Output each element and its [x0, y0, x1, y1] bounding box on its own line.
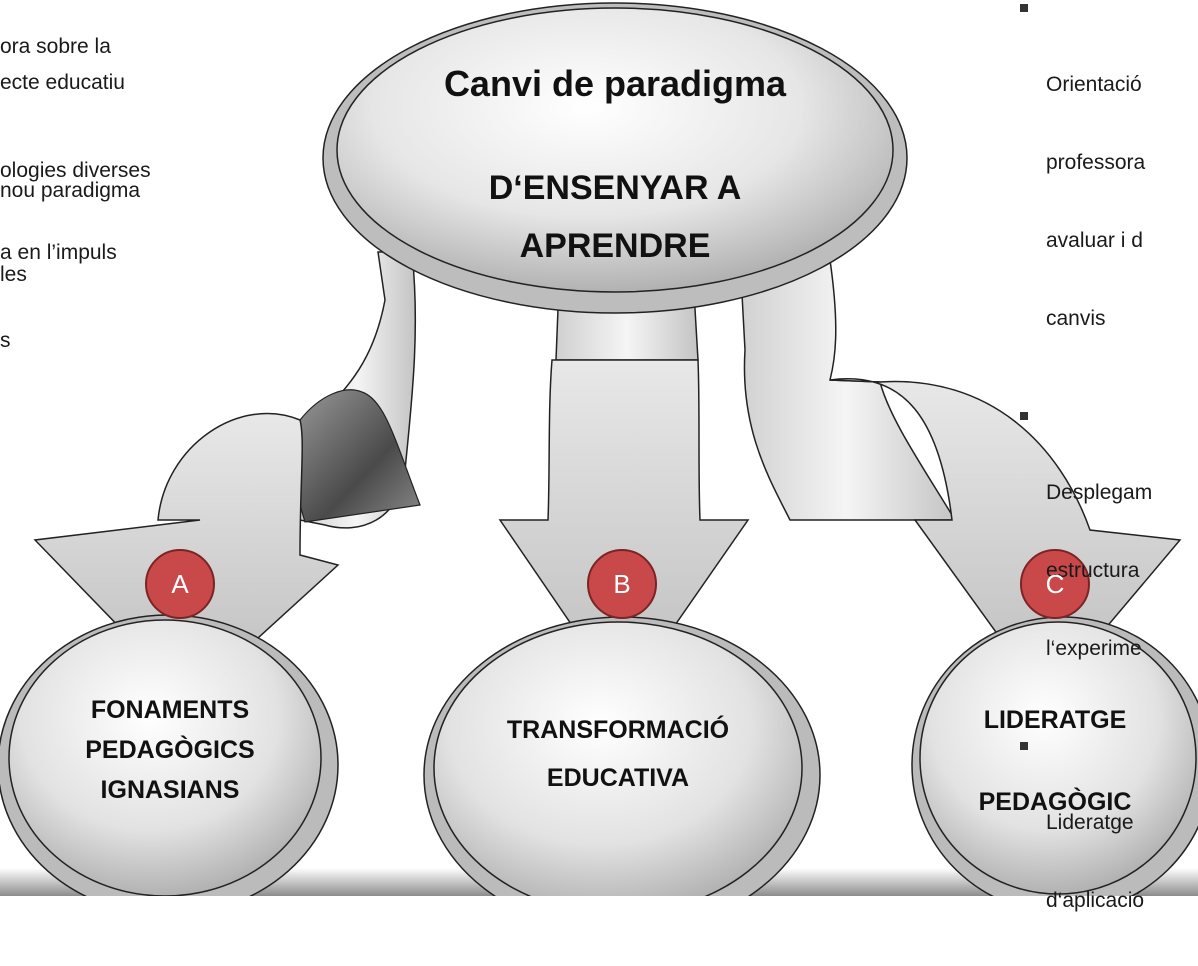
ribbon-to-c	[737, 218, 957, 521]
node-c-circle	[919, 621, 1197, 895]
center-ellipse	[336, 7, 894, 293]
right-item-2-line-3: l‘experime	[1046, 637, 1142, 660]
bullet-icon	[1020, 4, 1028, 12]
right-bullet-item-2: Desplegam estructura l‘experime	[1014, 402, 1152, 714]
left-text-2: ecte educatiu	[0, 71, 125, 94]
left-text-1: ora sobre la	[0, 35, 111, 58]
right-item-2-line-2: estructura	[1046, 559, 1140, 582]
center-subtitle-line-2: APRENDRE	[519, 227, 711, 265]
right-item-3-line-2: d‘aplicació	[1046, 889, 1145, 912]
right-item-1-line-4: canvis	[1046, 307, 1106, 330]
left-text-7: s	[0, 329, 11, 352]
left-text-3: ologies diverses	[0, 159, 151, 182]
right-item-2-line-1: Desplegam	[1046, 481, 1153, 504]
node-c-line-1: LIDERATGE	[983, 706, 1127, 734]
right-item-1-line-2: professora	[1046, 151, 1146, 174]
badge-a: A	[171, 569, 189, 599]
node-b-line-1: TRANSFORMACIÓ	[506, 716, 730, 744]
center-title: Canvi de paradigma	[443, 63, 787, 104]
node-a-line-3: IGNASIANS	[100, 776, 240, 804]
right-bullet-item-3: Lideratge d‘aplicació	[1014, 732, 1152, 966]
left-text-5: a en l’impuls	[0, 241, 117, 264]
node-c-line-2: PEDAGÒGIC	[978, 788, 1132, 816]
right-bullet-item-1: Orientació professora avaluar i d canvis	[1014, 0, 1152, 384]
right-item-1-line-3: avaluar i d	[1046, 229, 1143, 252]
node-b-line-2: EDUCATIVA	[546, 764, 690, 792]
right-item-1-line-1: Orientació	[1046, 73, 1142, 96]
left-text-4: nou paradigma	[0, 179, 141, 202]
badge-b-circle	[587, 549, 657, 619]
right-item-3-line-1: Lideratge	[1046, 811, 1134, 834]
diagram-canvas: ora sobre la ecte educatiu ologies diver…	[0, 0, 1198, 934]
diagram-graphics	[0, 2, 1198, 934]
badge-c-circle	[1020, 549, 1090, 619]
left-text-6: les	[0, 263, 27, 286]
bullet-icon	[1020, 742, 1028, 750]
badge-a-circle	[145, 549, 215, 619]
arrow-to-b	[498, 359, 750, 702]
node-a-line-1: FONAMENTS	[90, 696, 250, 724]
center-subtitle-line-1: D‘ENSENYAR A	[488, 169, 742, 207]
bullet-icon	[1020, 412, 1028, 420]
badge-b: B	[613, 569, 631, 599]
badge-c: C	[1045, 569, 1065, 599]
node-a-line-2: PEDAGÒGICS	[85, 736, 255, 764]
